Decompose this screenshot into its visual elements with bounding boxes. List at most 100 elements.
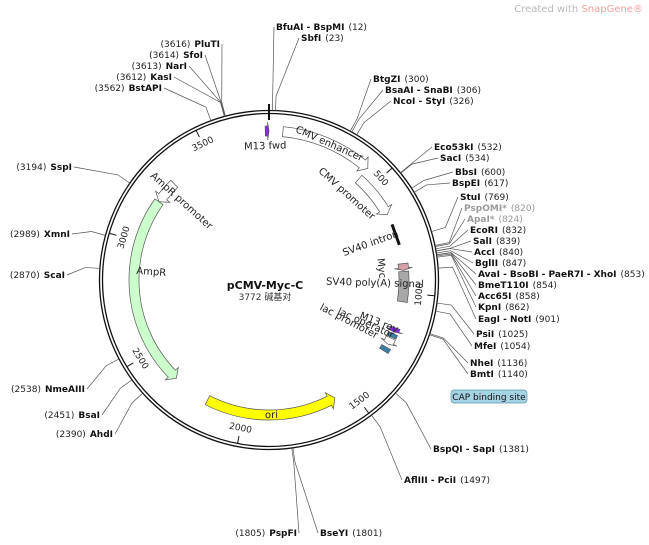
plasmid-length-unit: 碱基对 [264,291,291,303]
site-position: (3194) [16,163,46,173]
site-leader [73,166,131,184]
restriction-site: NcoI - StyI (326) [393,97,474,107]
site-leader [101,379,133,416]
site-leader [272,26,275,111]
restriction-site: BseYI(1801) [320,529,382,539]
site-name: KasI [150,73,172,83]
tick-label: 1000 [414,282,426,306]
site-leader [395,392,432,450]
site-position: (2451) [44,411,74,421]
restriction-site: EagI - NotI(901) [478,315,560,325]
feature-m13-fwd [264,121,270,141]
restriction-site: BglII(847) [475,259,526,269]
site-name: BsaAI - SnaBI [385,86,453,96]
leaders-layer [66,26,477,534]
site-leader [429,334,469,375]
restriction-site: (3562) BstAPI [95,84,162,94]
site-position: (858) [516,292,540,302]
site-position: (617) [484,179,508,189]
site-position: (306) [457,86,481,96]
site-position: (534) [465,154,489,164]
restriction-site: AflIII - PciI(1497) [404,476,490,486]
restriction-site: BmtI(1140) [470,370,528,380]
site-name: BmeT110I [478,281,529,291]
site-name: PsiI [476,330,494,340]
site-leader [435,310,473,347]
snapgene-watermark: Created with SnapGene® [514,4,643,15]
restriction-site: SalI(839) [473,237,520,247]
site-position: (854) [533,281,557,291]
site-leader [71,231,106,236]
site-name: PluTI [194,40,220,50]
site-name: NheI [470,359,493,369]
site-name: SbfI [301,34,321,44]
feature-myc [394,262,413,271]
restriction-site: BsaAI - SnaBI (306) [385,86,481,96]
site-name: XmnI [44,230,70,240]
feature-sv40-intron [390,223,401,246]
feature-label: SV40 intron [341,229,400,259]
site-name: BsaI [78,411,100,421]
site-name: ScaI [44,271,65,281]
site-position: (300) [404,75,428,85]
plasmid-backbone [98,104,440,451]
site-leader [163,87,212,121]
site-position: (2390) [56,430,86,440]
feature-lac-operator [386,331,398,340]
site-name: AccI [474,248,495,258]
site-position: (901) [535,315,559,325]
site-leader [291,447,300,534]
watermark-prefix: Created with [514,4,579,15]
site-position: (853) [621,270,645,280]
site-leader [221,43,226,117]
site-leader [436,252,477,286]
site-leader [292,447,319,534]
site-position: (1025) [498,330,528,340]
site-name: BmtI [470,370,494,380]
site-position: (326) [449,97,473,107]
restriction-site: BbsI(600) [455,168,505,178]
watermark-brand: SnapGene® [581,4,643,15]
site-leader [434,207,463,246]
site-position: (3562) [95,84,125,94]
plasmid-length: 3772 碱基对 [239,291,292,303]
restriction-site: (2870)ScaI [10,271,65,281]
site-position: (1805) [235,529,265,539]
cap-label-box [450,389,528,404]
cap-binding-site-label: CAP binding site [450,389,528,404]
restriction-site: PsiI (1025) [476,330,528,340]
feature-label: M13 fwd [244,140,287,152]
site-leader [431,196,459,232]
site-name: SacI [440,154,461,164]
site-name: BseYI [320,529,348,539]
tick-mark [363,406,370,414]
site-position: (12) [348,23,366,33]
site-name: Acc65I [478,292,512,302]
site-name: BtgZI [373,75,400,85]
site-position: (3614) [149,51,179,61]
tick-mark [237,436,240,444]
restriction-site: (3616)PluTI [160,40,220,50]
restriction-site: (1805)PspFI [235,529,297,539]
site-position: (2538) [11,385,41,395]
site-name: AflIII - PciI [404,476,456,486]
site-name: KpnI [478,303,501,313]
site-name: BspQI - SapI [433,445,495,455]
tick-label: 2500 [129,347,150,372]
site-position: (862) [505,303,529,313]
site-name: ApaI* [467,215,495,225]
site-leader [429,333,469,364]
site-name: BstAPI [129,84,162,94]
site-leader [400,157,439,174]
restriction-site: EcoRI(832) [470,226,526,236]
site-name: NcoI - StyI [393,97,445,107]
restriction-site: (2989)XmnI [10,230,70,240]
site-leader [275,37,300,111]
site-leader [436,254,477,308]
restriction-site: PspOMI*(820) [464,204,535,214]
site-name: PspOMI* [464,204,507,214]
tick-mark [386,167,393,174]
site-name: NarI [166,62,187,72]
feature-ampr-promoter [154,179,179,203]
